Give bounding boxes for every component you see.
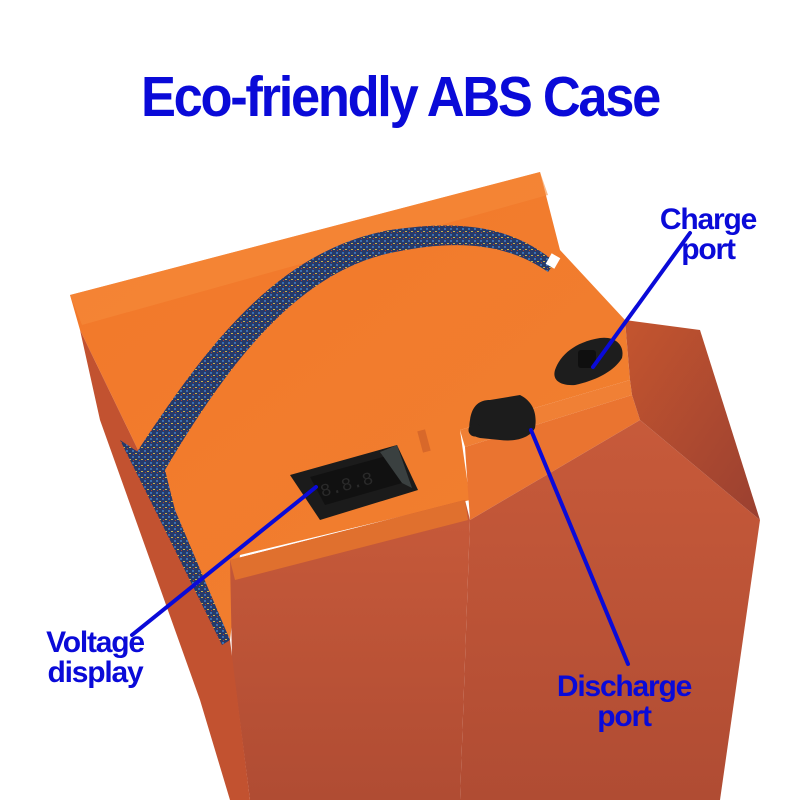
discharge-port-connector <box>468 395 536 441</box>
charge-port-pointer <box>591 231 692 369</box>
callout-voltage-display-line2: display <box>47 656 144 689</box>
callout-discharge-port-line2: port <box>597 700 652 733</box>
callout-charge-port-line1: Charge <box>659 203 757 236</box>
carry-strap <box>120 225 561 645</box>
voltage-display-pointer <box>130 485 318 637</box>
callout-charge-port: Charge port <box>648 205 768 265</box>
callout-voltage-display-line1: Voltage <box>46 626 145 659</box>
callout-lines <box>130 231 692 666</box>
callout-discharge-port-line1: Discharge <box>556 670 692 703</box>
discharge-port-pointer <box>529 428 630 666</box>
case-lid <box>70 172 630 640</box>
callout-voltage-display: Voltage display <box>30 628 160 688</box>
callout-charge-port-line2: port <box>681 233 736 266</box>
voltage-display-module: 8.8.8 <box>290 429 431 520</box>
case-right-step <box>460 320 760 800</box>
callout-discharge-port: Discharge port <box>544 672 704 732</box>
case-left-side <box>80 330 250 800</box>
headline-title: Eco-friendly ABS Case <box>140 65 661 129</box>
case-front <box>230 500 470 800</box>
